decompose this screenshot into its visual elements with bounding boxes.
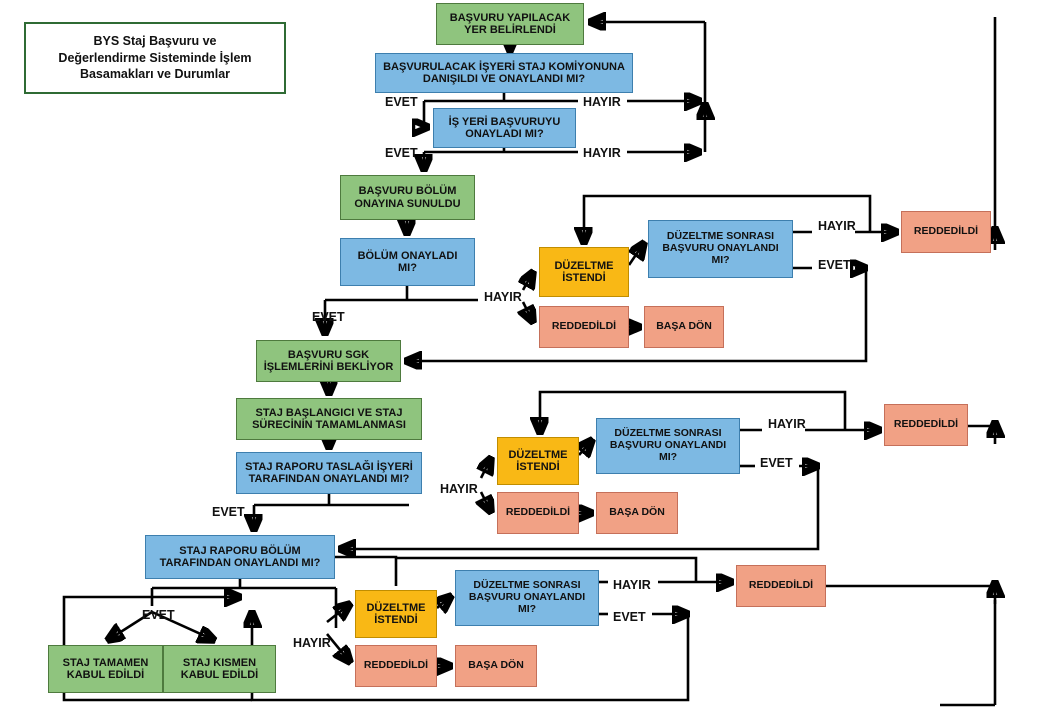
node-label: REDDEDİLDİ [505, 506, 571, 519]
node-n17: BAŞA DÖN [596, 492, 678, 534]
node-n22: REDDEDİLDİ [355, 645, 437, 687]
node-label: BAŞA DÖN [468, 659, 524, 672]
edge-label-e7: HAYIR [818, 219, 856, 233]
edge-label-e10: HAYIR [440, 482, 478, 496]
edge-label-e12: EVET [760, 456, 793, 470]
node-label: REDDEDİLDİ [551, 320, 617, 333]
edge-label-e14: HAYIR [293, 636, 331, 650]
node-n24: REDDEDİLDİ [736, 565, 826, 607]
node-n9: BAŞA DÖN [644, 306, 724, 348]
edge-label-e8: EVET [818, 258, 851, 272]
node-label: BAŞA DÖN [609, 506, 665, 519]
title-line-1: BYS Staj Başvuru ve [93, 34, 217, 49]
node-n10: REDDEDİLDİ [901, 211, 991, 253]
node-label: REDDEDİLDİ [363, 659, 429, 672]
edge-label-e16: EVET [613, 610, 646, 624]
node-n8: REDDEDİLDİ [539, 306, 629, 348]
node-n18: REDDEDİLDİ [884, 404, 968, 446]
edge-label-e9: EVET [212, 505, 245, 519]
edge-label-e15: HAYIR [613, 578, 651, 592]
node-n23: BAŞA DÖN [455, 645, 537, 687]
edge-label-e1: EVET [385, 95, 418, 109]
edge-label-e3: EVET [385, 146, 418, 160]
node-label: BAŞA DÖN [656, 320, 712, 333]
edge-label-e13: EVET [142, 608, 175, 622]
title-line-3: Basamakları ve Durumlar [79, 67, 231, 82]
node-label: REDDEDİLDİ [913, 225, 979, 238]
diagram-title-box: BYS Staj Başvuru ve Değerlendirme Sistem… [24, 22, 286, 94]
node-label: REDDEDİLDİ [748, 579, 814, 592]
node-n16: REDDEDİLDİ [497, 492, 579, 534]
edge-label-e6: HAYIR [484, 290, 522, 304]
node-label: REDDEDİLDİ [893, 418, 959, 431]
title-line-2: Değerlendirme Sisteminde İşlem [58, 50, 252, 65]
edge-label-e4: HAYIR [583, 146, 621, 160]
edge-label-e2: HAYIR [583, 95, 621, 109]
edge-label-e11: HAYIR [768, 417, 806, 431]
edge-label-e5: EVET [312, 310, 345, 324]
